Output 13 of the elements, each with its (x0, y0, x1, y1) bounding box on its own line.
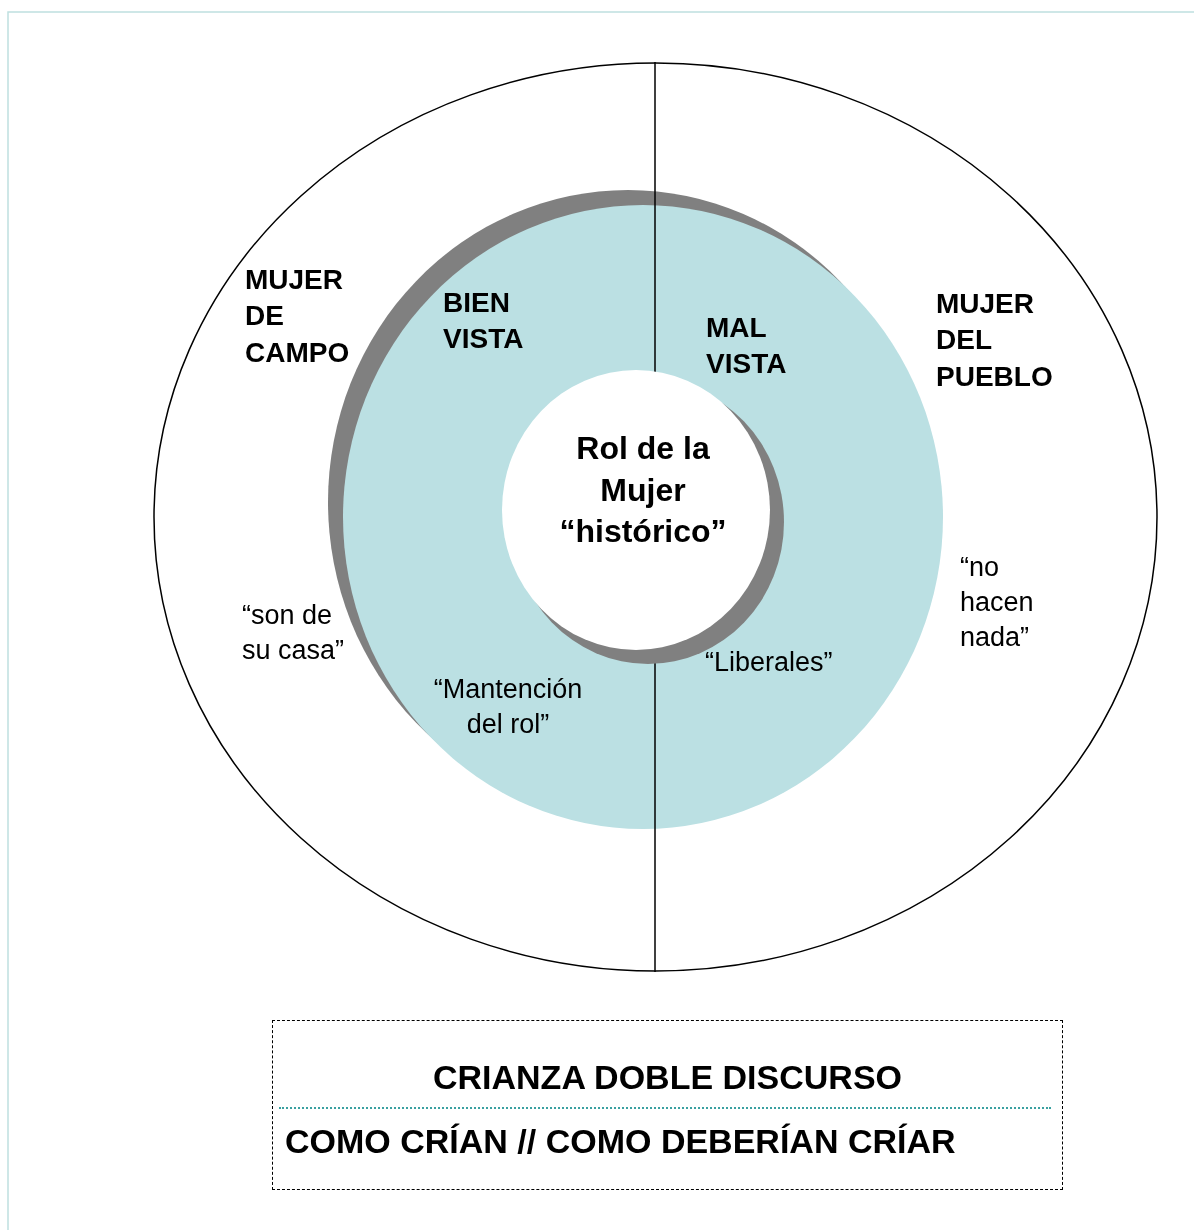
region-heading: BIEN VISTA (443, 286, 525, 357)
region-heading: MUJER DEL PUEBLO (936, 287, 1054, 394)
center-title: Rol de la Mujer “histórico” (558, 429, 728, 552)
region-heading: MAL VISTA (706, 311, 788, 382)
quote-text: “Liberales” (705, 646, 834, 679)
region-heading: MUJER DE CAMPO (245, 263, 351, 370)
box-heading: CRIANZA DOBLE DISCURSO (431, 1057, 904, 1098)
quote-text: “no hacen nada” (960, 551, 1035, 655)
box-text: COMO CRÍAN // COMO DEBERÍAN CRÍAR (285, 1121, 956, 1162)
quote-text: “son de su casa” (242, 599, 346, 668)
dashed-box (272, 1020, 1063, 1190)
quote-text: “Mantención del rol” (432, 673, 584, 742)
outer-circle (153, 62, 1158, 972)
